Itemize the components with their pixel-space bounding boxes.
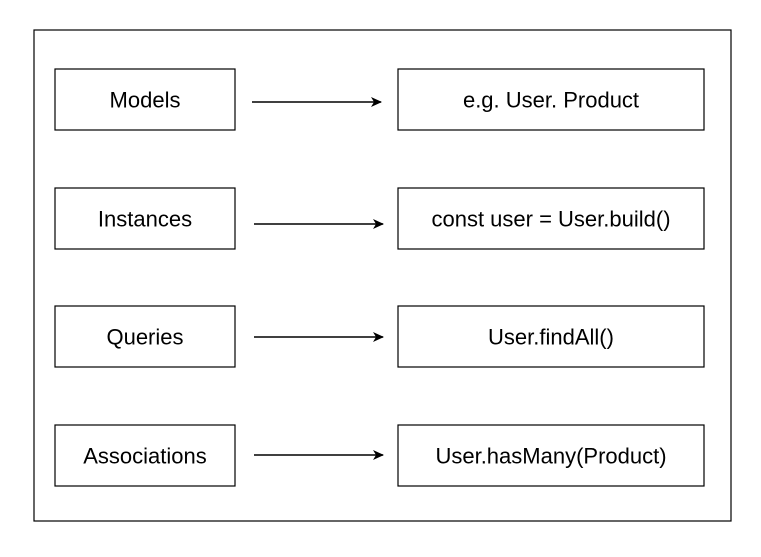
example-box-associations bbox=[397, 424, 705, 487]
example-label-queries: User.findAll() bbox=[488, 325, 614, 350]
diagram-frame bbox=[33, 29, 732, 522]
example-label-associations: User.hasMany(Product) bbox=[435, 444, 666, 469]
example-label-instances: const user = User.build() bbox=[431, 207, 670, 232]
concept-box-instances bbox=[54, 187, 236, 250]
example-box-queries bbox=[397, 305, 705, 368]
concept-box-associations bbox=[54, 424, 236, 487]
concept-label-models: Models bbox=[110, 88, 181, 113]
diagram-row-models: Models e.g. User. Product bbox=[54, 68, 705, 131]
diagram-row-instances: Instances const user = User.build() bbox=[54, 187, 705, 250]
concept-box-models bbox=[54, 68, 236, 131]
concept-label-associations: Associations bbox=[83, 444, 207, 469]
diagram-row-associations: Associations User.hasMany(Product) bbox=[54, 424, 705, 487]
example-box-instances bbox=[397, 187, 705, 250]
concept-box-queries bbox=[54, 305, 236, 368]
concept-label-queries: Queries bbox=[106, 325, 183, 350]
diagram-row-queries: Queries User.findAll() bbox=[54, 305, 705, 368]
example-label-models: e.g. User. Product bbox=[463, 88, 639, 113]
concept-label-instances: Instances bbox=[98, 207, 192, 232]
example-box-models bbox=[397, 68, 705, 131]
